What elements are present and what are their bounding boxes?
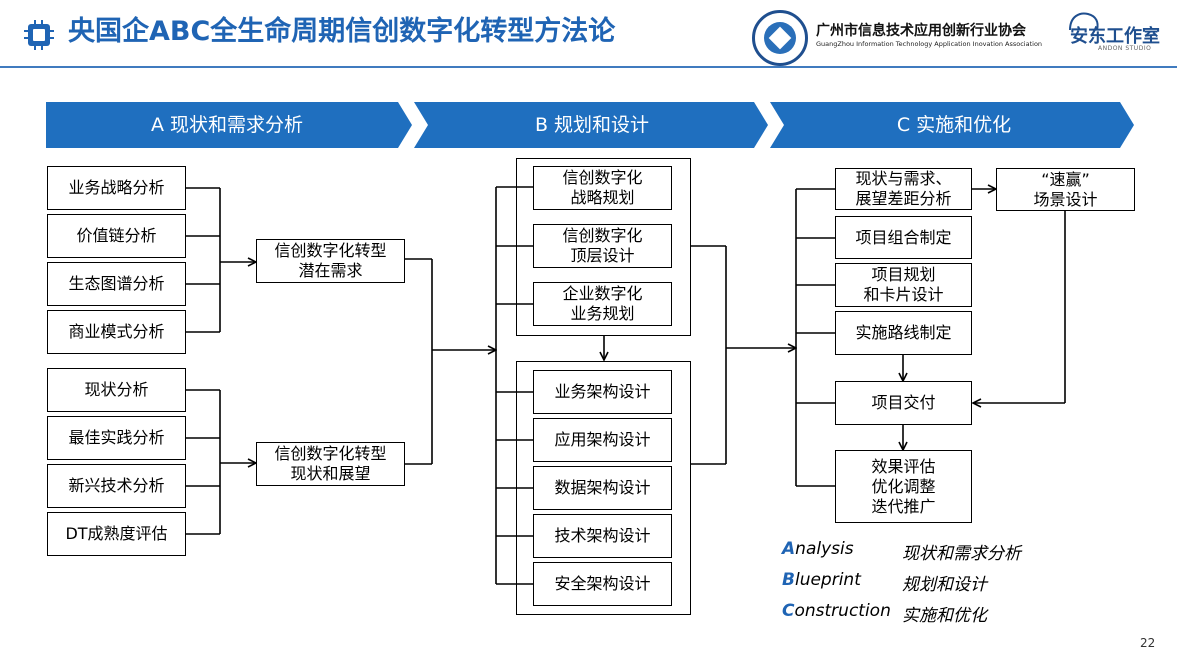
item-business-model-analysis: 商业模式分析 <box>47 310 186 354</box>
association-name-cn: 广州市信息技术应用创新行业协会 <box>816 23 1026 39</box>
legend-word-rest: nalysis <box>795 539 854 559</box>
legend-construction: Construction 实施和优化 <box>782 601 987 626</box>
item-status-analysis: 现状分析 <box>47 368 186 412</box>
legend-word-rest: lueprint <box>794 570 861 590</box>
legend-initial: A <box>782 539 796 559</box>
item-business-strategy-analysis: 业务战略分析 <box>47 166 186 210</box>
planning-frame <box>516 158 691 336</box>
architecture-frame <box>516 361 691 615</box>
chip-icon <box>24 20 54 50</box>
header-divider <box>0 66 1177 68</box>
legend-cn: 现状和需求分析 <box>902 544 1021 564</box>
item-value-chain-analysis: 价值链分析 <box>47 214 186 258</box>
gap-analysis: 现状与需求、 展望差距分析 <box>835 168 972 210</box>
phase-c-label: C 实施和优化 <box>896 114 1012 136</box>
arch-security: 安全架构设计 <box>533 562 672 606</box>
legend-initial: B <box>782 570 795 590</box>
arch-business: 业务架构设计 <box>533 370 672 414</box>
project-delivery: 项目交付 <box>835 381 972 425</box>
need-potential-demand: 信创数字化转型 潜在需求 <box>256 239 405 283</box>
plan-strategy: 信创数字化 战略规划 <box>533 166 672 210</box>
item-emerging-tech-analysis: 新兴技术分析 <box>47 464 186 508</box>
arch-data: 数据架构设计 <box>533 466 672 510</box>
plan-top-level-design: 信创数字化 顶层设计 <box>533 224 672 268</box>
legend-cn: 规划和设计 <box>902 575 987 595</box>
project-portfolio: 项目组合制定 <box>835 216 972 259</box>
phase-a-label: A 现状和需求分析 <box>150 114 304 136</box>
phase-c-chevron <box>770 102 1134 148</box>
item-ecosystem-map-analysis: 生态图谱分析 <box>47 262 186 306</box>
legend-initial: C <box>782 601 795 621</box>
item-dt-maturity-assessment: DT成熟度评估 <box>47 512 186 556</box>
phase-b-chevron <box>414 102 768 148</box>
legend-blueprint: Blueprint 规划和设计 <box>782 570 987 595</box>
studio-logo-mark <box>1069 12 1099 31</box>
phase-b-label: B 规划和设计 <box>534 114 650 136</box>
studio-name-cn: 安东工作室 <box>1070 26 1160 47</box>
legend-cn: 实施和优化 <box>902 606 987 626</box>
project-card-design: 项目规划 和卡片设计 <box>835 263 972 307</box>
page-title: 央国企ABC全生命周期信创数字化转型方法论 <box>68 16 616 47</box>
item-best-practice-analysis: 最佳实践分析 <box>47 416 186 460</box>
evaluation-optimization: 效果评估 优化调整 迭代推广 <box>835 450 972 523</box>
association-logo <box>752 10 808 66</box>
page-number: 22 <box>1140 636 1156 650</box>
need-status-and-outlook: 信创数字化转型 现状和展望 <box>256 442 405 486</box>
quick-win-scenario-design: “速赢” 场景设计 <box>996 168 1135 211</box>
phase-chevrons <box>46 102 1134 148</box>
studio-name-en: ANDON STUDIO <box>1098 45 1152 52</box>
legend-word-rest: onstruction <box>794 601 891 621</box>
arch-application: 应用架构设计 <box>533 418 672 462</box>
arch-technology: 技术架构设计 <box>533 514 672 558</box>
plan-business-planning: 企业数字化 业务规划 <box>533 282 672 326</box>
legend-analysis: Analysis 现状和需求分析 <box>782 539 1021 564</box>
phase-a-chevron <box>46 102 412 148</box>
association-name-en: GuangZhou Information Technology Applica… <box>816 40 1043 48</box>
roadmap: 实施路线制定 <box>835 311 972 355</box>
